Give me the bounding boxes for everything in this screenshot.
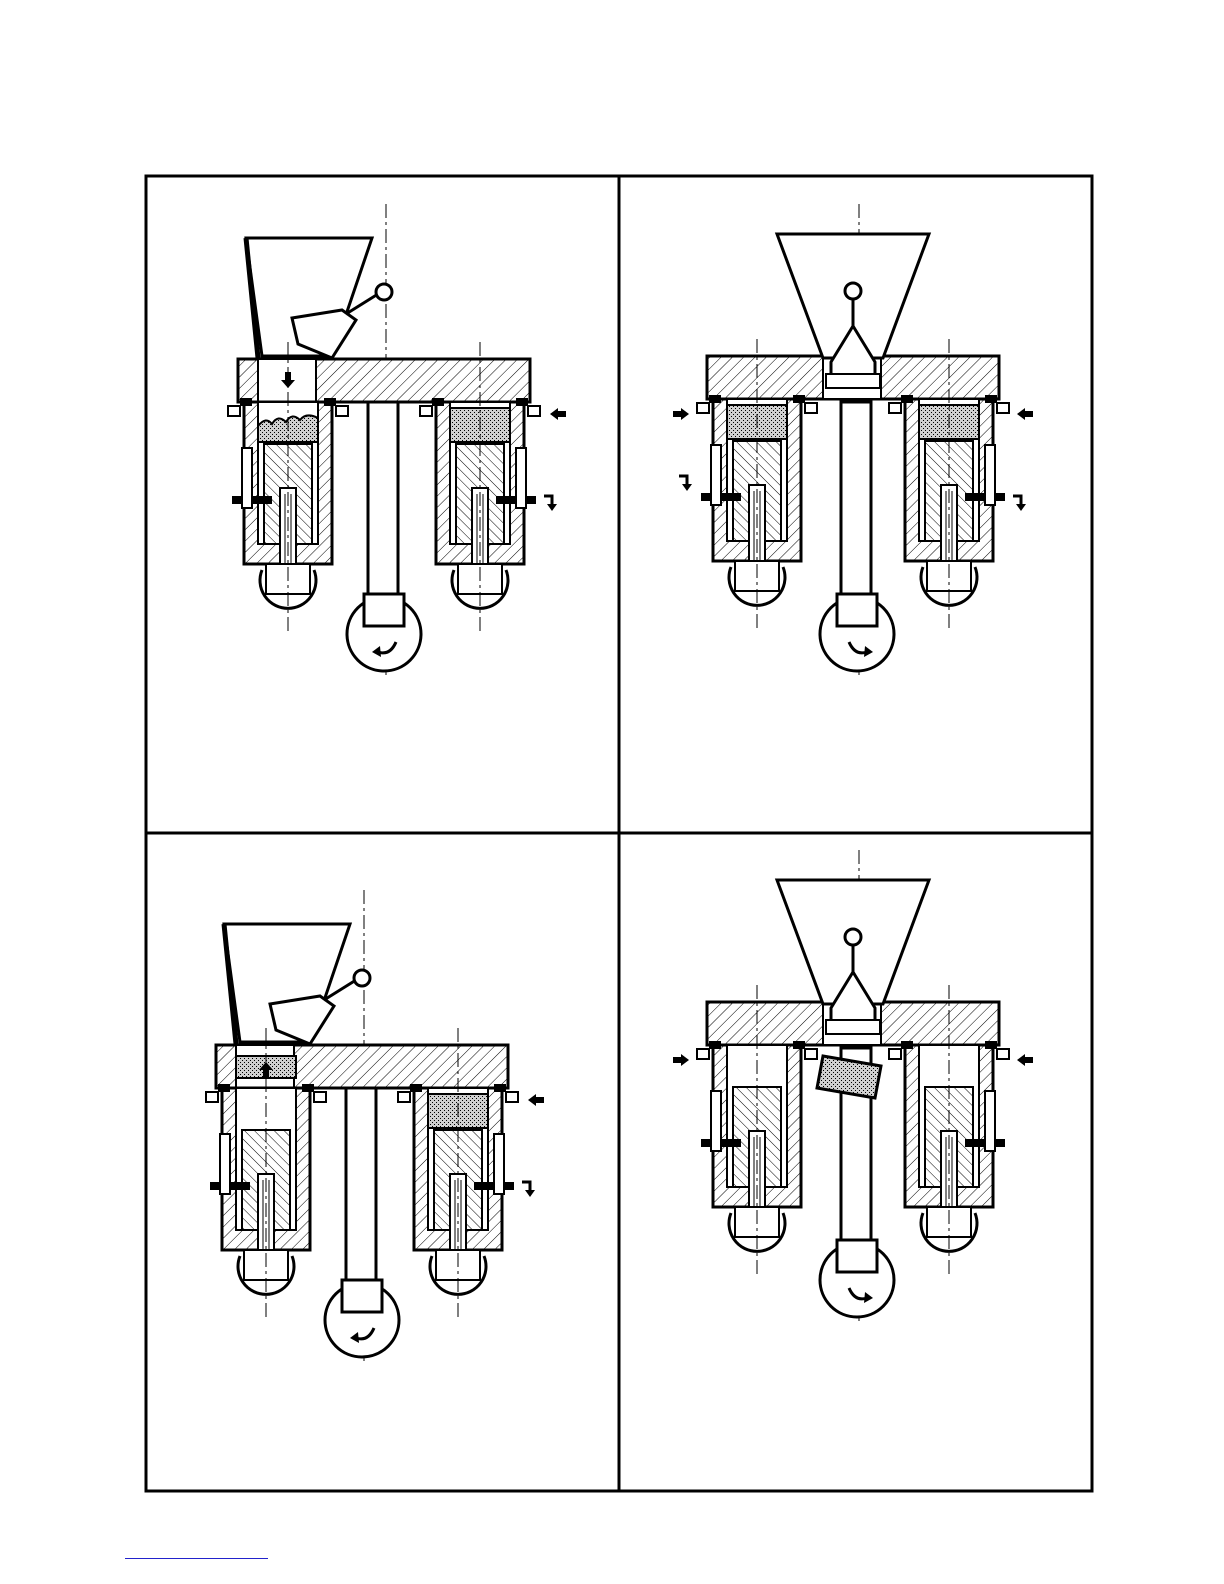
feed-plate: [826, 1020, 880, 1034]
lever-knob: [376, 284, 392, 300]
clamp-arrow-left: [673, 1054, 689, 1066]
exhaust-arrow-right: [1013, 496, 1026, 511]
seal-left: [709, 1041, 721, 1049]
wheel-hub: [837, 594, 877, 626]
cone-knob: [845, 283, 861, 299]
clamp-screw-left: [697, 1049, 709, 1059]
main-shaft: [346, 1088, 376, 1284]
seal-right: [494, 1084, 506, 1092]
wheel-hub: [364, 594, 404, 626]
exhaust-arrow-left: [679, 476, 692, 491]
lever-knob: [354, 970, 370, 986]
exhaust-arrow: [544, 496, 557, 511]
clamp-screw-left: [889, 403, 901, 413]
process-stage-1: [228, 204, 566, 676]
clamp-arrow-right: [550, 408, 566, 420]
feed-plate: [826, 374, 880, 388]
clamp-arrow-right: [528, 1094, 544, 1106]
seal-right: [985, 395, 997, 403]
seal-right: [516, 398, 528, 406]
clamp-arrow-left: [673, 408, 689, 420]
seal-right: [302, 1084, 314, 1092]
process-stage-4: [673, 850, 1033, 1322]
clamp-screw-right: [805, 403, 817, 413]
wheel-hub: [837, 1240, 877, 1272]
seal-left: [901, 395, 913, 403]
seal-left: [240, 398, 252, 406]
clamp-screw-right: [997, 1049, 1009, 1059]
clamp-screw-left: [420, 406, 432, 416]
exhaust-arrow: [522, 1182, 535, 1197]
clamp-screw-left: [889, 1049, 901, 1059]
seal-left: [218, 1084, 230, 1092]
clamp-screw-right: [805, 1049, 817, 1059]
seal-right: [324, 398, 336, 406]
clamp-screw-right: [314, 1092, 326, 1102]
wheel-hub: [342, 1280, 382, 1312]
cone-knob: [845, 929, 861, 945]
clamp-screw-right: [336, 406, 348, 416]
seal-right: [985, 1041, 997, 1049]
process-stage-2: [673, 204, 1033, 676]
seal-left: [432, 398, 444, 406]
clamp-screw-right: [528, 406, 540, 416]
seal-left: [901, 1041, 913, 1049]
clamp-screw-right: [997, 403, 1009, 413]
seal-left: [410, 1084, 422, 1092]
clamp-screw-left: [228, 406, 240, 416]
clamp-screw-left: [697, 403, 709, 413]
clamp-screw-left: [398, 1092, 410, 1102]
clamp-arrow-right: [1017, 408, 1033, 420]
process-stage-3: [206, 890, 544, 1362]
main-shaft: [841, 402, 871, 598]
clamp-screw-right: [506, 1092, 518, 1102]
seal-left: [709, 395, 721, 403]
clamp-arrow-right: [1017, 1054, 1033, 1066]
main-shaft: [368, 402, 398, 598]
seal-right: [793, 1041, 805, 1049]
footer-link-rule: [125, 1558, 268, 1559]
clamp-screw-left: [206, 1092, 218, 1102]
seal-right: [793, 395, 805, 403]
